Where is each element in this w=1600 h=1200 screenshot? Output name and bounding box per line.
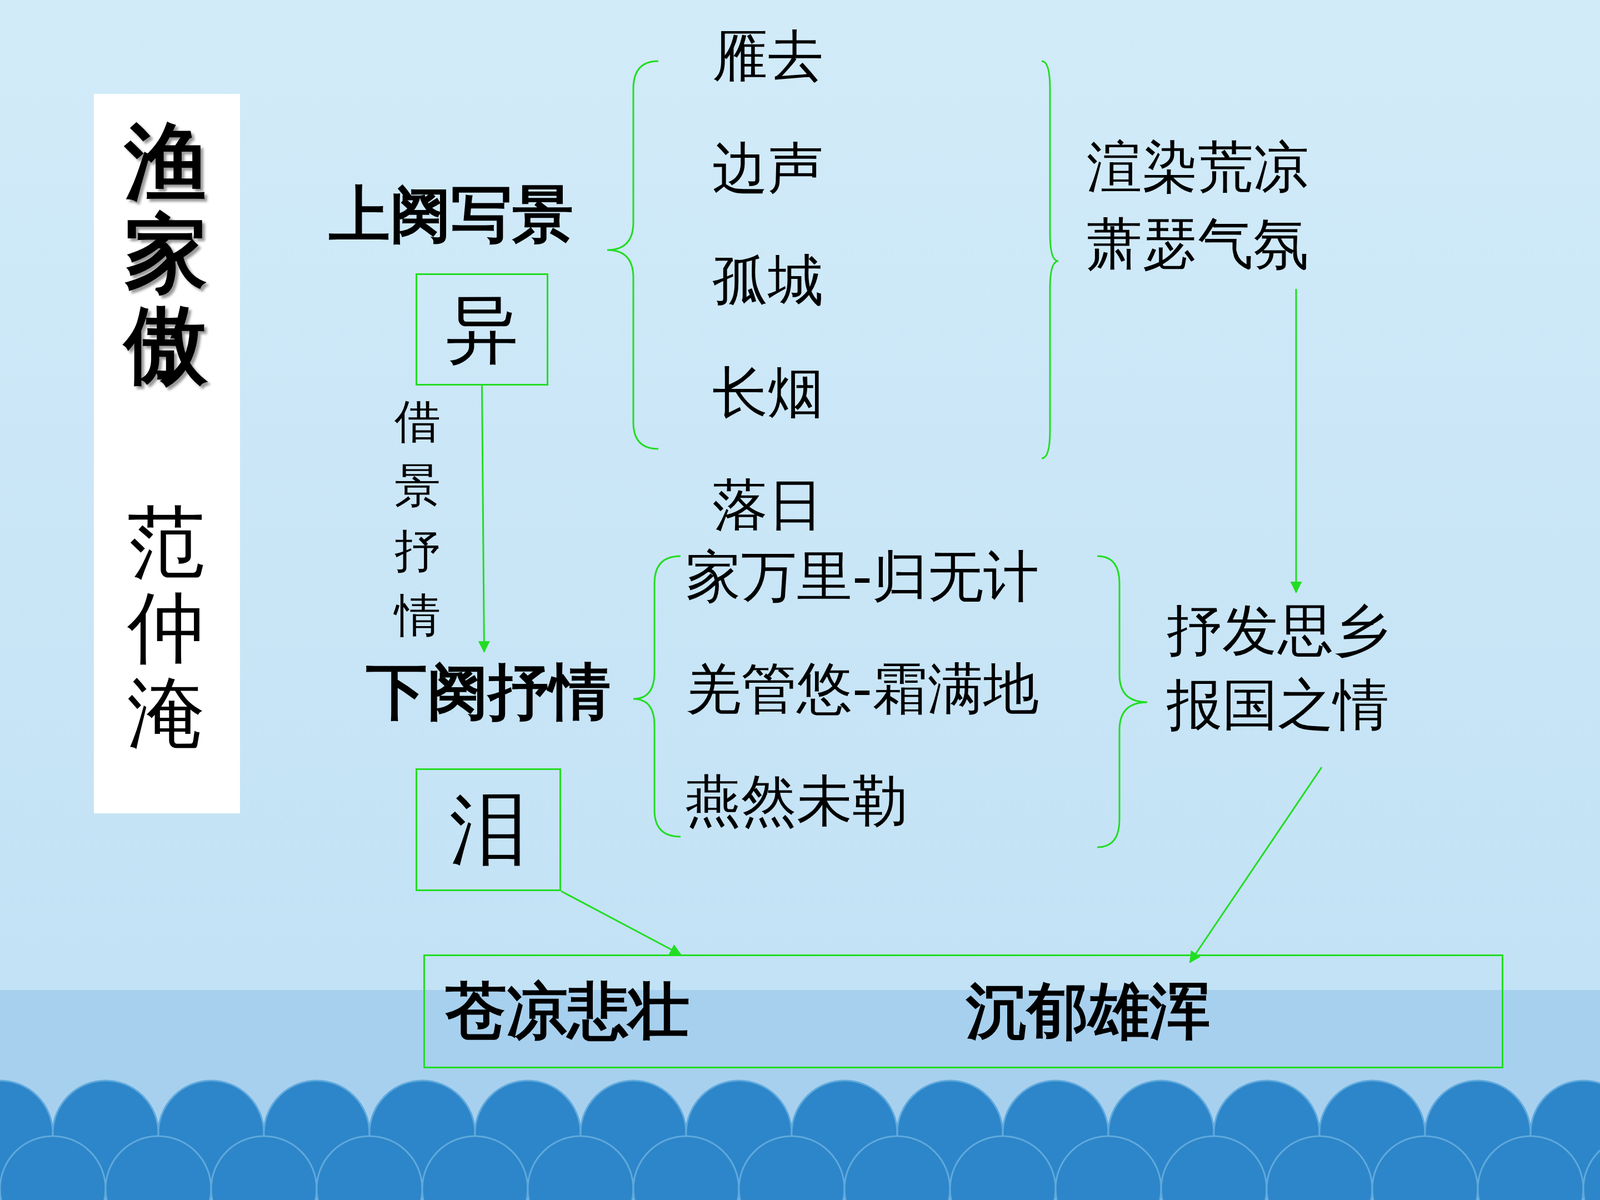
section-heading: 下阕抒情 (366, 658, 611, 726)
braces (607, 61, 1148, 848)
title-panel: 渔家傲范仲淹 (93, 93, 240, 814)
emotion-phrase: 羌管悠-霜满地 (685, 658, 1039, 720)
wave (316, 1136, 423, 1200)
image-word: 落日 (712, 474, 824, 536)
edge-label: 借景抒情 (394, 389, 441, 648)
image-word: 长烟 (712, 362, 824, 424)
key-word: 泪 (449, 787, 528, 873)
image-word: 雁去 (712, 25, 824, 87)
effect-note: 渲染荒凉 萧瑟气氛 (1086, 128, 1326, 283)
waves (0, 1080, 1600, 1200)
wave (1055, 1136, 1162, 1200)
wave (0, 1136, 106, 1200)
wave (633, 1136, 739, 1200)
key-box: 下阕抒情泪 (415, 768, 562, 892)
connector (482, 385, 485, 652)
wave (1583, 1136, 1600, 1200)
emotion-phrase: 家万里-归无计 (685, 546, 1039, 608)
image-word: 孤城 (712, 250, 824, 312)
arrow-line (1295, 288, 1298, 593)
key-box: 上阕写景异 (415, 273, 549, 386)
wave (1161, 1136, 1267, 1200)
arrow-line (1190, 767, 1322, 963)
wave (527, 1136, 634, 1200)
poet-name: 范仲淹 (127, 499, 205, 757)
wave (1372, 1136, 1478, 1200)
emotion-phrase: 燕然未勒 (685, 770, 908, 832)
wave (105, 1136, 212, 1200)
key-word: 异 (446, 290, 519, 370)
connector (561, 891, 681, 955)
brace (1097, 556, 1148, 848)
wave (1477, 1136, 1584, 1200)
poem-title: 渔家傲 (124, 116, 208, 392)
summary-box: 苍凉悲壮 沉郁雄浑 (423, 954, 1504, 1069)
brace (1041, 61, 1059, 459)
wave (844, 1136, 950, 1200)
wave (950, 1136, 1056, 1200)
wave (738, 1136, 845, 1200)
wave (1266, 1136, 1373, 1200)
brace (607, 61, 659, 449)
wave (211, 1136, 317, 1200)
brace (633, 556, 681, 837)
style-term: 苍凉悲壮 (445, 977, 690, 1045)
image-word: 边声 (712, 137, 824, 199)
wave (422, 1136, 528, 1200)
effect-note: 抒发思乡 报国之情 (1166, 593, 1406, 743)
section-heading: 上阕写景 (328, 181, 574, 249)
style-term: 沉郁雄浑 (966, 977, 1211, 1045)
